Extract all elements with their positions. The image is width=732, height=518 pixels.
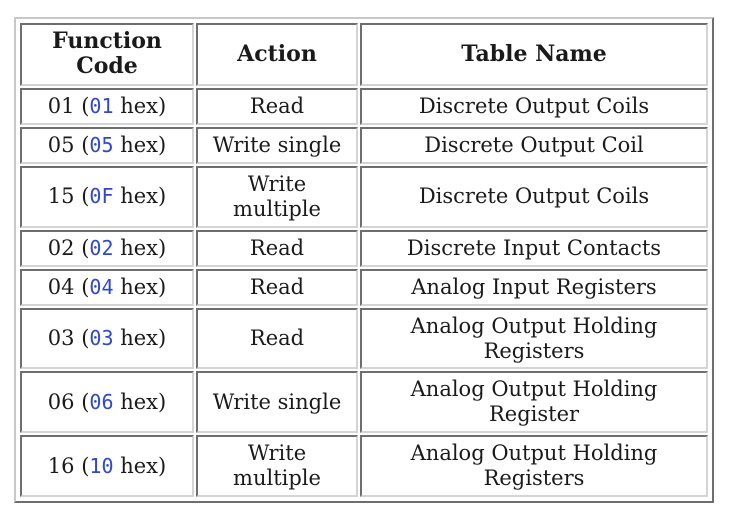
code-decimal: 16 (47, 453, 75, 478)
code-hex: 04 (89, 274, 114, 299)
code-hex: 10 (89, 453, 114, 478)
modbus-function-table: Function Code Action Table Name 01 (01 h… (14, 17, 714, 503)
action-cell: Write multiple (196, 435, 358, 497)
action-cell: Write multiple (196, 165, 358, 228)
function-code-cell: 04 (04 hex) (20, 268, 194, 306)
header-function-code: Function Code (20, 23, 194, 86)
function-code-table: Function Code Action Table Name 01 (01 h… (18, 21, 710, 499)
code-decimal: 01 (47, 93, 75, 118)
function-code-cell: 06 (06 hex) (20, 371, 194, 434)
table-row: 01 (01 hex) Read Discrete Output Coils (20, 87, 708, 125)
open-paren: ( (81, 326, 90, 351)
table-name-cell: Discrete Output Coils (360, 87, 708, 125)
table-header-row: Function Code Action Table Name (20, 23, 708, 86)
table-name-cell: Analog Output Holding Registers (360, 307, 708, 370)
code-hex: 03 (89, 326, 114, 351)
open-paren: ( (81, 274, 90, 299)
table-name-cell: Discrete Output Coil (360, 126, 708, 164)
table-row: 02 (02 hex) Read Discrete Input Contacts (20, 229, 708, 267)
hex-suffix: hex) (120, 326, 167, 351)
hex-suffix: hex) (120, 453, 167, 478)
function-code-cell: 03 (03 hex) (20, 307, 194, 370)
action-cell: Read (196, 87, 358, 125)
table-name-cell: Discrete Input Contacts (360, 229, 708, 267)
table-name-cell: Discrete Output Coils (360, 165, 708, 228)
code-hex: 0F (89, 184, 114, 209)
function-code-cell: 02 (02 hex) (20, 229, 194, 267)
function-code-cell: 05 (05 hex) (20, 126, 194, 164)
open-paren: ( (81, 235, 90, 260)
table-row: 16 (10 hex) Write multiple Analog Output… (20, 435, 708, 497)
code-decimal: 02 (47, 235, 75, 260)
action-cell: Write single (196, 126, 358, 164)
code-hex: 06 (89, 389, 114, 414)
code-decimal: 05 (47, 132, 75, 157)
open-paren: ( (81, 453, 90, 478)
function-code-cell: 15 (0F hex) (20, 165, 194, 228)
action-cell: Read (196, 229, 358, 267)
code-decimal: 04 (47, 274, 75, 299)
code-hex: 02 (89, 235, 114, 260)
hex-suffix: hex) (120, 184, 167, 209)
code-decimal: 03 (47, 326, 75, 351)
code-decimal: 06 (47, 389, 75, 414)
code-hex: 01 (89, 93, 114, 118)
open-paren: ( (81, 93, 90, 118)
function-code-cell: 16 (10 hex) (20, 435, 194, 497)
hex-suffix: hex) (120, 274, 167, 299)
code-decimal: 15 (47, 184, 75, 209)
table-row: 05 (05 hex) Write single Discrete Output… (20, 126, 708, 164)
table-row: 03 (03 hex) Read Analog Output Holding R… (20, 307, 708, 370)
table-name-cell: Analog Input Registers (360, 268, 708, 306)
open-paren: ( (81, 132, 90, 157)
code-hex: 05 (89, 132, 114, 157)
open-paren: ( (81, 389, 90, 414)
table-name-cell: Analog Output Holding Registers (360, 435, 708, 497)
table-name-cell: Analog Output Holding Register (360, 371, 708, 434)
action-cell: Read (196, 268, 358, 306)
table-row: 15 (0F hex) Write multiple Discrete Outp… (20, 165, 708, 228)
header-action: Action (196, 23, 358, 86)
action-cell: Write single (196, 371, 358, 434)
hex-suffix: hex) (120, 235, 167, 260)
hex-suffix: hex) (120, 93, 167, 118)
hex-suffix: hex) (120, 389, 167, 414)
table-row: 04 (04 hex) Read Analog Input Registers (20, 268, 708, 306)
action-cell: Read (196, 307, 358, 370)
table-row: 06 (06 hex) Write single Analog Output H… (20, 371, 708, 434)
open-paren: ( (81, 184, 90, 209)
function-code-cell: 01 (01 hex) (20, 87, 194, 125)
header-table-name: Table Name (360, 23, 708, 86)
hex-suffix: hex) (120, 132, 167, 157)
